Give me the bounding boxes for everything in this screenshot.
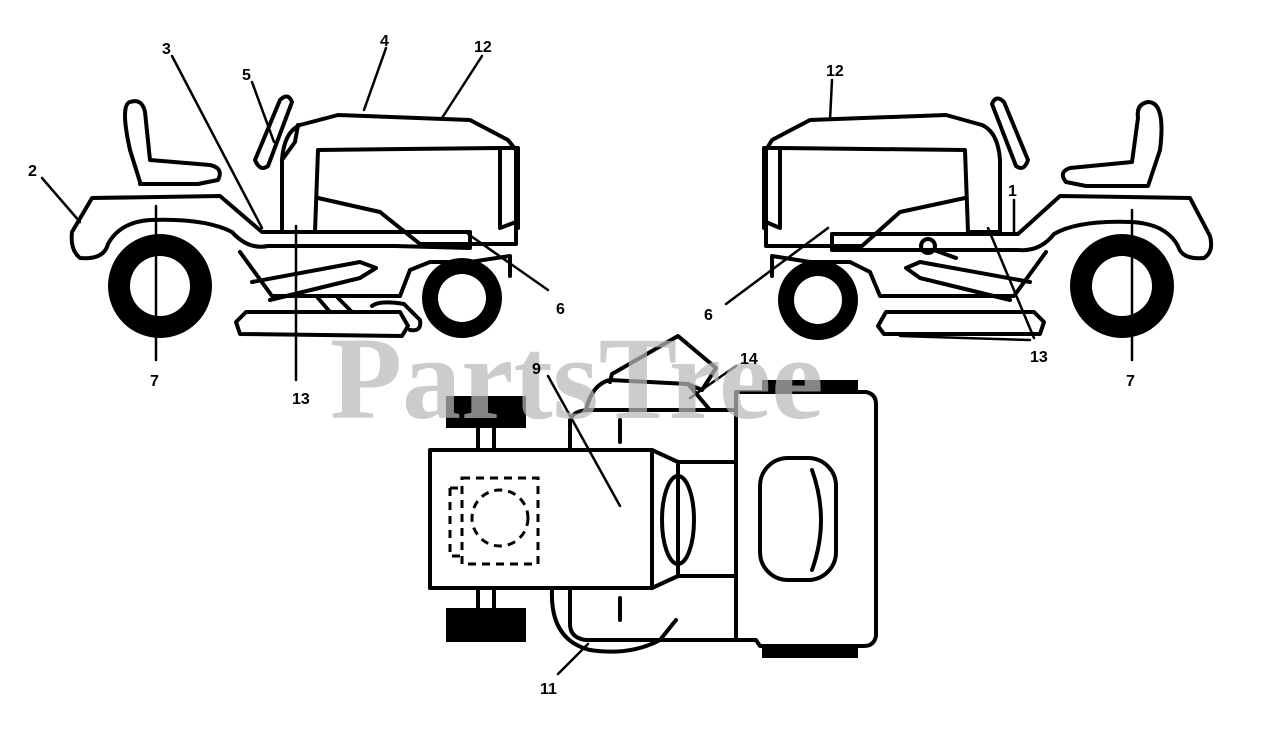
- hood-right: [764, 113, 1002, 234]
- grille-right: [762, 146, 782, 230]
- callout-3: 3: [162, 41, 171, 58]
- rear-tire-top-lower: [762, 646, 858, 658]
- callout-7-left: 7: [150, 373, 159, 390]
- mower-deck-left: [234, 310, 410, 338]
- callout-9: 9: [532, 361, 541, 378]
- rear-fender-left: [69, 194, 472, 261]
- dash-top: [650, 448, 680, 590]
- dash-left: [280, 123, 300, 162]
- front-tire-top-lower: [446, 608, 526, 642]
- callout-14: 14: [740, 351, 758, 368]
- side-curve-top: [549, 588, 678, 654]
- tractor-right-side-view: [724, 78, 1214, 362]
- seat-right: [1060, 100, 1164, 188]
- discharge-chute-left: [370, 300, 423, 333]
- footrest-left: [250, 260, 378, 302]
- hood-left: [280, 113, 518, 234]
- callout-6-left: 6: [556, 301, 565, 318]
- steering-wheel-left: [253, 94, 294, 170]
- callout-11: 11: [540, 681, 557, 698]
- callout-2: 2: [28, 163, 37, 180]
- hood-top: [428, 448, 654, 590]
- callout-4: 4: [380, 33, 389, 50]
- deck-hanger-left: [316, 296, 354, 314]
- callout-7-right: 7: [1126, 373, 1135, 390]
- callout-13-left: 13: [292, 391, 310, 408]
- seat-top: [758, 456, 838, 582]
- discharge-chute-top: [584, 334, 718, 412]
- grille-left: [498, 146, 520, 230]
- steering-hub-top: [660, 474, 696, 566]
- mower-deck-right: [876, 310, 1046, 336]
- watermark-text: PartsTree: [330, 313, 824, 444]
- callout-5: 5: [242, 67, 251, 84]
- hood-panel-right: [764, 196, 967, 248]
- callout-13-right: 13: [1030, 349, 1048, 366]
- front-tire-top-upper: [446, 396, 526, 428]
- tractor-top-view: [428, 334, 878, 676]
- hood-panel-left: [316, 196, 518, 246]
- lever-knob-right: [919, 237, 937, 255]
- tractor-left-side-view: [40, 46, 550, 382]
- callout-12-right: 12: [826, 63, 844, 80]
- engine-circle-top: [470, 488, 530, 548]
- engine-outline-top: [460, 476, 540, 566]
- seat-left: [123, 99, 222, 186]
- callout-12-left: 12: [474, 39, 492, 56]
- callout-1: 1: [1008, 183, 1017, 200]
- steering-wheel-right: [990, 96, 1030, 170]
- callout-6-right: 6: [704, 307, 713, 324]
- body-top: [568, 390, 878, 648]
- footrest-right: [904, 260, 1032, 302]
